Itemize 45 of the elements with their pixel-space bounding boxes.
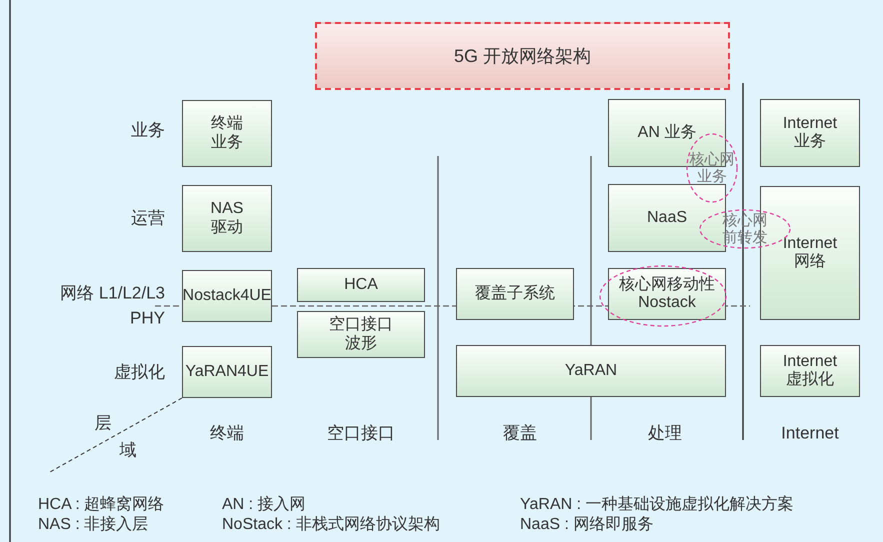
legend-text: NoStack : 非栈式网络协议架构 <box>222 514 440 535</box>
node-text: 核心网移动性 <box>619 276 715 294</box>
axis-label: 终端 <box>210 422 244 444</box>
node-text: NaaS <box>646 208 688 228</box>
layer-box <box>760 345 860 397</box>
node-text: NAS 驱动 <box>210 200 244 237</box>
layer-box <box>456 345 726 397</box>
axis-label: 层 <box>94 412 112 434</box>
node-text: HCA <box>344 276 378 294</box>
layer-box <box>182 346 272 398</box>
axis-label: 网络 L1/L2/L3 <box>60 282 165 304</box>
node-text: Internet 业务 <box>782 114 838 152</box>
axis-label: 处理 <box>648 422 682 444</box>
legend-text: NaaS : 网络即服务 <box>520 515 654 535</box>
axis-label: Internet <box>781 422 839 444</box>
node-text: Internet 网络 <box>782 234 838 272</box>
axis-label: 业务 <box>131 119 165 142</box>
node-text: Nostack <box>638 294 696 312</box>
node-text: Nostack4UE <box>182 286 272 306</box>
legend-text: NAS : 非接入层 <box>38 514 148 535</box>
layer-box <box>182 100 272 167</box>
legend-text: AN : 接入网 <box>222 494 306 515</box>
layer-box <box>182 270 272 322</box>
legend-text: YaRAN : 一种基础设施虚拟化解决方案 <box>520 494 794 515</box>
axis-label: 运营 <box>131 207 165 230</box>
layer-box <box>182 185 272 252</box>
node-text: YaRAN4UE <box>185 362 269 382</box>
node-text: YaRAN <box>564 362 618 380</box>
node-text: Internet 虚拟化 <box>782 352 838 390</box>
node-text: 空口接口波形 <box>328 316 394 353</box>
title-box <box>315 22 730 90</box>
node-text: 覆盖子系统 <box>475 284 555 304</box>
axis-label: 域 <box>120 439 136 462</box>
layer-box <box>760 99 860 167</box>
legend-text: HCA : 超蜂窝网络 <box>38 494 164 515</box>
layer-box <box>297 268 425 302</box>
node-text: AN 业务 <box>638 124 696 142</box>
axis-label: 虚拟化 <box>114 361 165 384</box>
layer-box <box>297 311 425 358</box>
node-text: 终端业务 <box>210 115 244 152</box>
axis-label: PHY <box>130 307 165 330</box>
axis-label: 空口接口 <box>327 422 395 444</box>
layer-box <box>456 268 574 320</box>
node-text: 5G 开放网络架构 <box>454 46 591 66</box>
axis-label: 覆盖 <box>503 422 537 444</box>
